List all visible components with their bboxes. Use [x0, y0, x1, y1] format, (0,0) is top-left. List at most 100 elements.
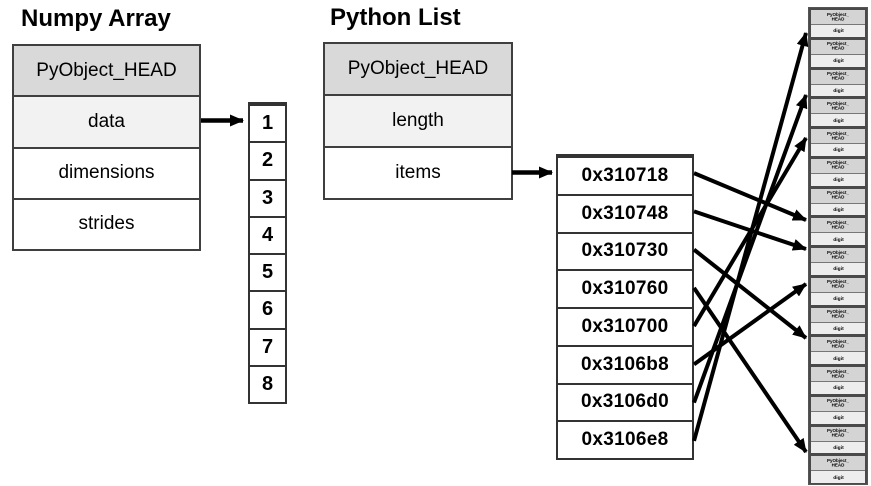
memory-object: PyObject_HEAD digit — [809, 216, 867, 246]
pointer-arrow-0x3106e8 — [692, 32, 809, 442]
memory-object-value: digit — [811, 233, 865, 245]
memory-object-header-label: PyObject_HEAD — [826, 11, 850, 22]
memory-object: PyObject_HEAD digit — [809, 454, 867, 484]
memory-object-header: PyObject_HEAD — [811, 307, 865, 323]
numpy-struct-box: PyObject_HEAD data dimensions strides — [12, 44, 201, 251]
memory-object-header: PyObject_HEAD — [811, 218, 865, 234]
memory-object-value: digit — [811, 25, 865, 37]
array-cell: 1 — [250, 104, 285, 141]
memory-object: PyObject_HEAD digit — [809, 365, 867, 395]
memory-object-header: PyObject_HEAD — [811, 129, 865, 145]
memory-object: PyObject_HEAD digit — [809, 67, 867, 98]
memory-object-value-label: digit — [832, 295, 844, 302]
pointer-arrow-0x310730 — [692, 248, 808, 340]
python-row-length: length — [325, 94, 511, 146]
memory-object-header: PyObject_HEAD — [811, 337, 865, 353]
memory-object-value-label: digit — [832, 414, 844, 421]
memory-object: PyObject_HEAD digit — [809, 335, 867, 365]
array-cell: 6 — [250, 290, 285, 327]
memory-object: PyObject_HEAD digit — [809, 37, 867, 68]
pointer-arrow-0x310718 — [693, 171, 807, 222]
memory-object-value: digit — [811, 173, 865, 186]
memory-object: PyObject_HEAD digit — [809, 8, 867, 38]
memory-object-header: PyObject_HEAD — [811, 39, 865, 55]
numpy-data-buffer: 1 2 3 4 5 6 7 8 — [248, 102, 287, 404]
memory-object-value-label: digit — [832, 206, 844, 212]
numpy-row-data: data — [14, 95, 199, 147]
memory-object-header: PyObject_HEAD — [811, 99, 865, 115]
pointer-cell: 0x3106b8 — [558, 344, 692, 383]
pointer-cell: 0x310718 — [558, 156, 692, 194]
memory-object-header-label: PyObject_HEAD — [826, 368, 850, 379]
pointer-arrow-0x3106b8 — [692, 282, 808, 366]
memory-object-value: digit — [811, 203, 865, 216]
memory-object-value-label: digit — [832, 57, 844, 64]
memory-object-header-label: PyObject_HEAD — [826, 458, 850, 468]
memory-object-value-label: digit — [832, 474, 844, 480]
pointer-arrow-0x3106d0 — [692, 94, 808, 404]
memory-object-header-label: PyObject_HEAD — [826, 428, 850, 439]
pointer-arrow-0x310760 — [692, 286, 808, 454]
memory-object-value-label: digit — [832, 236, 844, 242]
memory-object-value: digit — [811, 322, 865, 335]
memory-object-value-label: digit — [832, 444, 844, 450]
memory-object-value: digit — [811, 382, 865, 394]
memory-object-value-label: digit — [832, 176, 844, 183]
memory-object-header-label: PyObject_HEAD — [826, 130, 850, 141]
memory-object-value: digit — [811, 144, 865, 156]
array-cell: 8 — [250, 364, 285, 402]
memory-object-value-label: digit — [832, 27, 844, 34]
memory-object: PyObject_HEAD digit — [809, 97, 867, 127]
memory-object-header-label: PyObject_HEAD — [826, 71, 850, 82]
numpy-row-strides: strides — [14, 197, 199, 249]
memory-object-value: digit — [811, 352, 865, 364]
memory-object-value: digit — [811, 263, 865, 275]
memory-object-value: digit — [811, 54, 865, 67]
memory-object-header: PyObject_HEAD — [811, 188, 865, 204]
memory-object: PyObject_HEAD digit — [809, 394, 867, 425]
pointer-cell: 0x310730 — [558, 231, 692, 270]
memory-object: PyObject_HEAD digit — [809, 186, 867, 217]
memory-object-header: PyObject_HEAD — [811, 248, 865, 264]
memory-object-value-label: digit — [832, 146, 844, 153]
memory-object-header-label: PyObject_HEAD — [826, 220, 850, 230]
memory-object: PyObject_HEAD digit — [809, 424, 867, 455]
memory-object-header: PyObject_HEAD — [811, 426, 865, 442]
memory-object-value-label: digit — [832, 355, 844, 361]
pointer-cell: 0x310700 — [558, 307, 692, 345]
memory-object-value: digit — [811, 471, 865, 483]
memory-object-value: digit — [811, 411, 865, 424]
memory-object: PyObject_HEAD digit — [809, 127, 867, 157]
memory-object-header-label: PyObject_HEAD — [826, 190, 850, 201]
memory-object-header-label: PyObject_HEAD — [826, 279, 850, 290]
memory-object-value-label: digit — [832, 117, 844, 123]
memory-object-value-label: digit — [832, 325, 844, 331]
memory-object-header-label: PyObject_HEAD — [826, 398, 850, 409]
array-cell: 4 — [250, 215, 285, 253]
memory-object-value: digit — [811, 292, 865, 305]
array-cell: 2 — [250, 141, 285, 178]
memory-object-header-label: PyObject_HEAD — [826, 339, 850, 349]
python-struct-box: PyObject_HEAD length items — [323, 42, 513, 200]
pointer-arrow-0x310748 — [693, 209, 807, 251]
memory-object: PyObject_HEAD digit — [809, 246, 867, 276]
array-cell: 5 — [250, 253, 285, 290]
memory-object-header-label: PyObject_HEAD — [826, 249, 850, 260]
memory-object-value: digit — [811, 441, 865, 454]
memory-object-header: PyObject_HEAD — [811, 367, 865, 383]
pointer-arrow-0x310700 — [692, 136, 808, 328]
pointer-cell: 0x310748 — [558, 193, 692, 232]
memory-object-header: PyObject_HEAD — [811, 10, 865, 26]
memory-object-header: PyObject_HEAD — [811, 396, 865, 412]
python-row-pyobject-head: PyObject_HEAD — [325, 44, 511, 94]
pointer-cell: 0x310760 — [558, 269, 692, 307]
memory-object-value: digit — [811, 114, 865, 126]
memory-object-header-label: PyObject_HEAD — [826, 41, 850, 52]
python-list-title: Python List — [330, 4, 461, 31]
memory-column: PyObject_HEAD digit PyObject_HEAD digit … — [808, 7, 868, 485]
numpy-row-pyobject-head: PyObject_HEAD — [14, 46, 199, 96]
memory-object-header: PyObject_HEAD — [811, 277, 865, 293]
memory-object-header-label: PyObject_HEAD — [826, 101, 850, 111]
python-row-items: items — [325, 146, 511, 198]
memory-object-value-label: digit — [832, 87, 844, 93]
